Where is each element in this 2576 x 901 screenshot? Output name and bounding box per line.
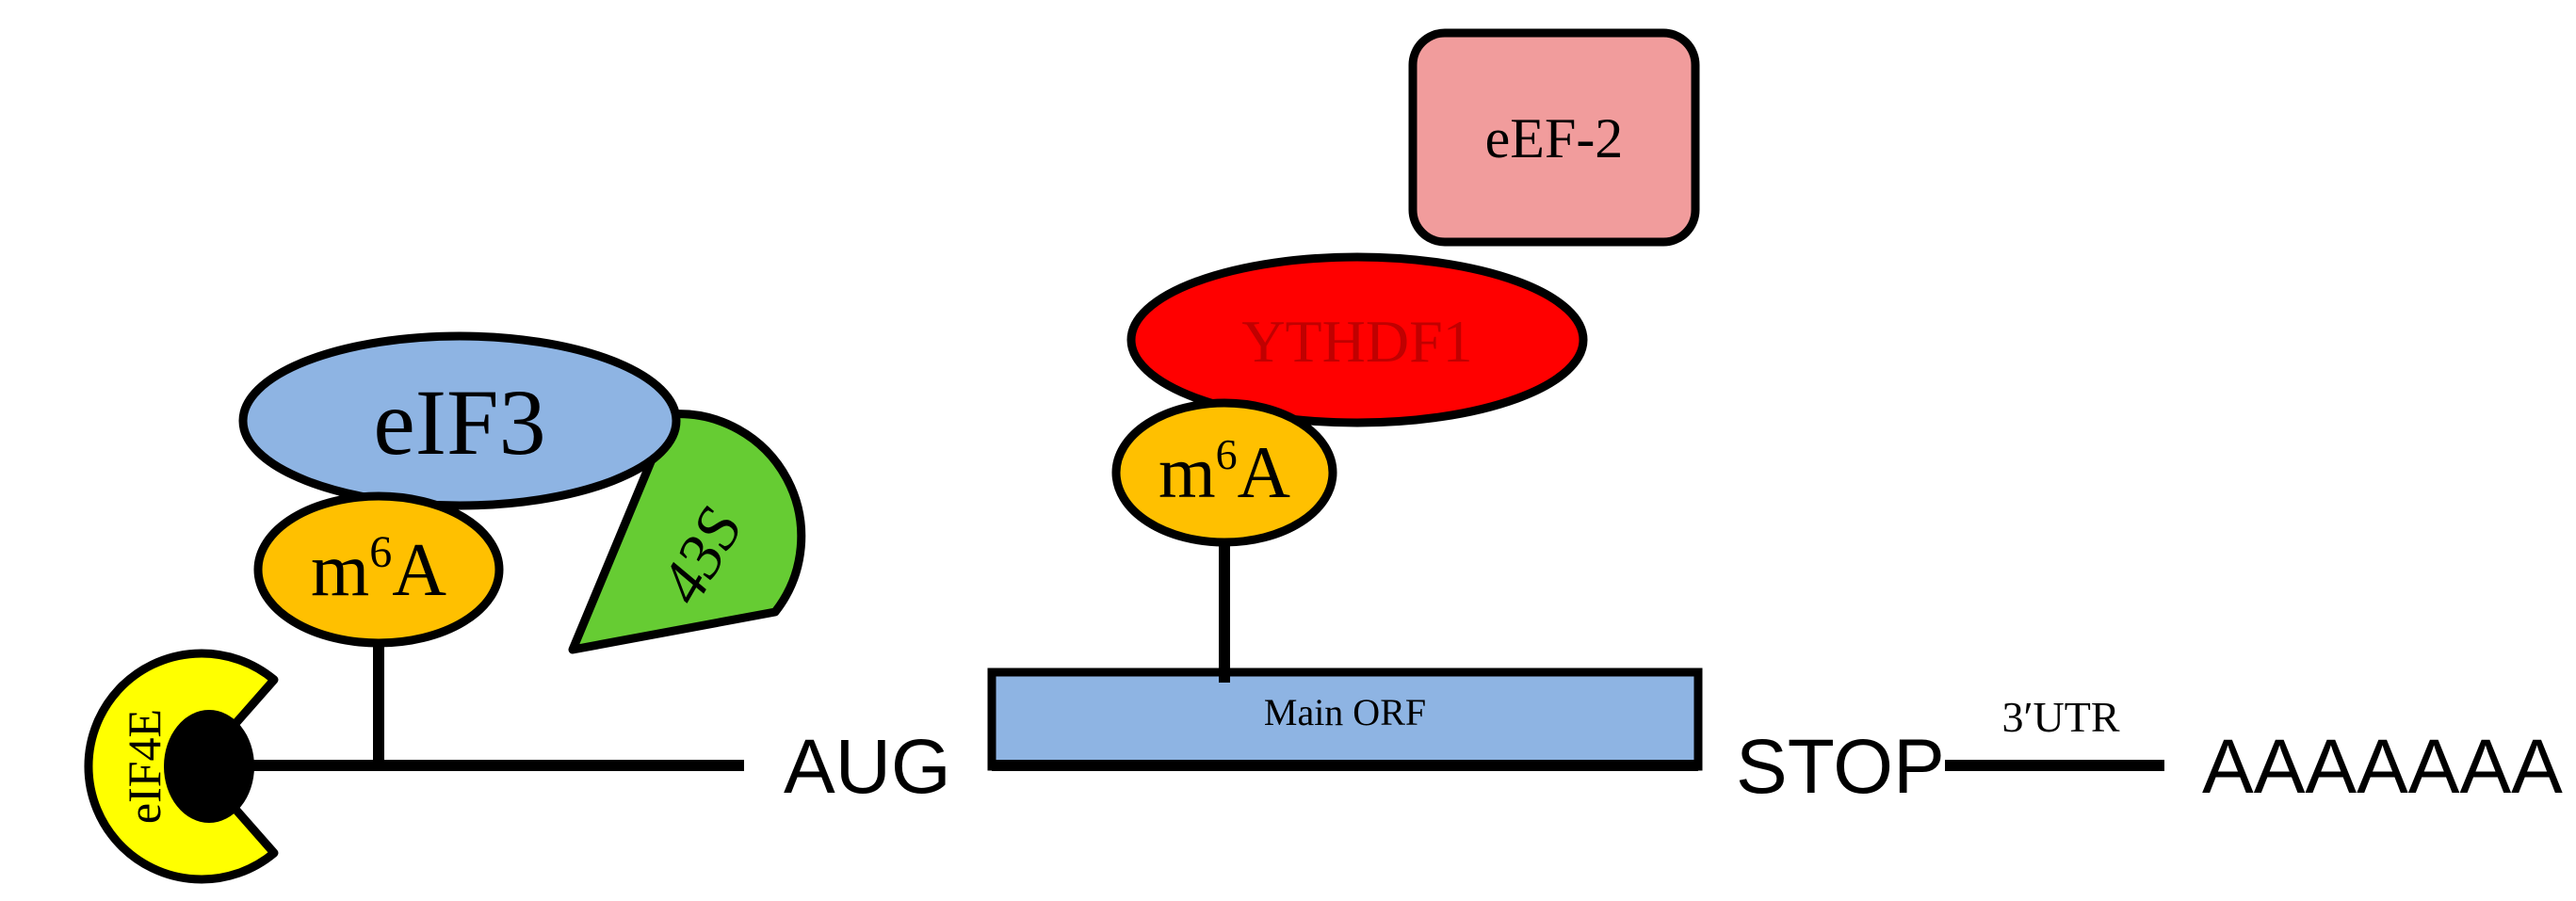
- eif3-shape: [238, 331, 681, 510]
- eef2-label: eEF-2: [1485, 107, 1624, 169]
- main-orf: Main ORF: [987, 668, 1703, 771]
- eif3-label: eIF3: [373, 370, 545, 475]
- eif3-complex: eIF3: [238, 331, 681, 510]
- right-m6a-tail: A: [1238, 431, 1290, 513]
- left-m6a-label: m6A: [311, 527, 446, 612]
- right-m6a-superscript: 6: [1216, 430, 1238, 478]
- aug-start-codon: AUG: [784, 724, 951, 810]
- poly-a-tail: AAAAAAA: [2202, 724, 2563, 810]
- mrna-cap: [164, 710, 254, 823]
- ythdf1-reader: YTHDF1: [1126, 252, 1588, 427]
- ribosome-43s-shape: [568, 410, 806, 654]
- eef2-factor: eEF-2: [1408, 28, 1700, 247]
- right-m6a-label: m6A: [1158, 430, 1290, 513]
- ythdf1-shape: [1126, 252, 1588, 427]
- stop-codon: STOP: [1736, 724, 1945, 810]
- eef2-box: [1408, 28, 1700, 247]
- main-orf-label: Main ORF: [1264, 691, 1426, 733]
- left-m6a-shape: [253, 491, 504, 648]
- right-m6a-modification: m6A: [1111, 398, 1337, 547]
- left-m6a-base: m: [311, 529, 369, 612]
- right-m6a-shape: [1111, 398, 1337, 547]
- left-m6a-tail: A: [392, 529, 446, 612]
- right-m6a-base: m: [1158, 431, 1216, 513]
- eif4e-label: eIF4E: [118, 709, 170, 824]
- three-prime-utr-label: 3′UTR: [2001, 693, 2119, 741]
- left-m6a-superscript: 6: [369, 527, 392, 577]
- ythdf1-label: YTHDF1: [1241, 308, 1472, 375]
- main-orf-box: [987, 668, 1703, 771]
- left-m6a-modification: m6A: [253, 491, 504, 648]
- ribosome-43s: 43S: [568, 410, 806, 654]
